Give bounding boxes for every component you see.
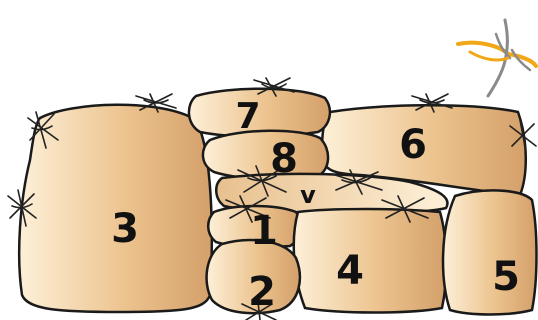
stone-4-label: 4 bbox=[336, 248, 364, 294]
stone-7-label: 7 bbox=[235, 96, 260, 137]
stone-1-label: 1 bbox=[250, 208, 278, 254]
dragonfly-icon bbox=[458, 20, 536, 96]
stone-4 bbox=[294, 209, 446, 313]
stone-6-label: 6 bbox=[399, 122, 427, 168]
stone-5-label: 5 bbox=[492, 254, 520, 300]
stone-5 bbox=[443, 190, 536, 314]
stone-8-label: 8 bbox=[270, 136, 298, 182]
stone-3-label: 3 bbox=[111, 206, 139, 252]
stone-v-label: v bbox=[300, 181, 316, 209]
stone-2-label: 2 bbox=[248, 269, 276, 315]
stone-8 bbox=[203, 131, 328, 180]
